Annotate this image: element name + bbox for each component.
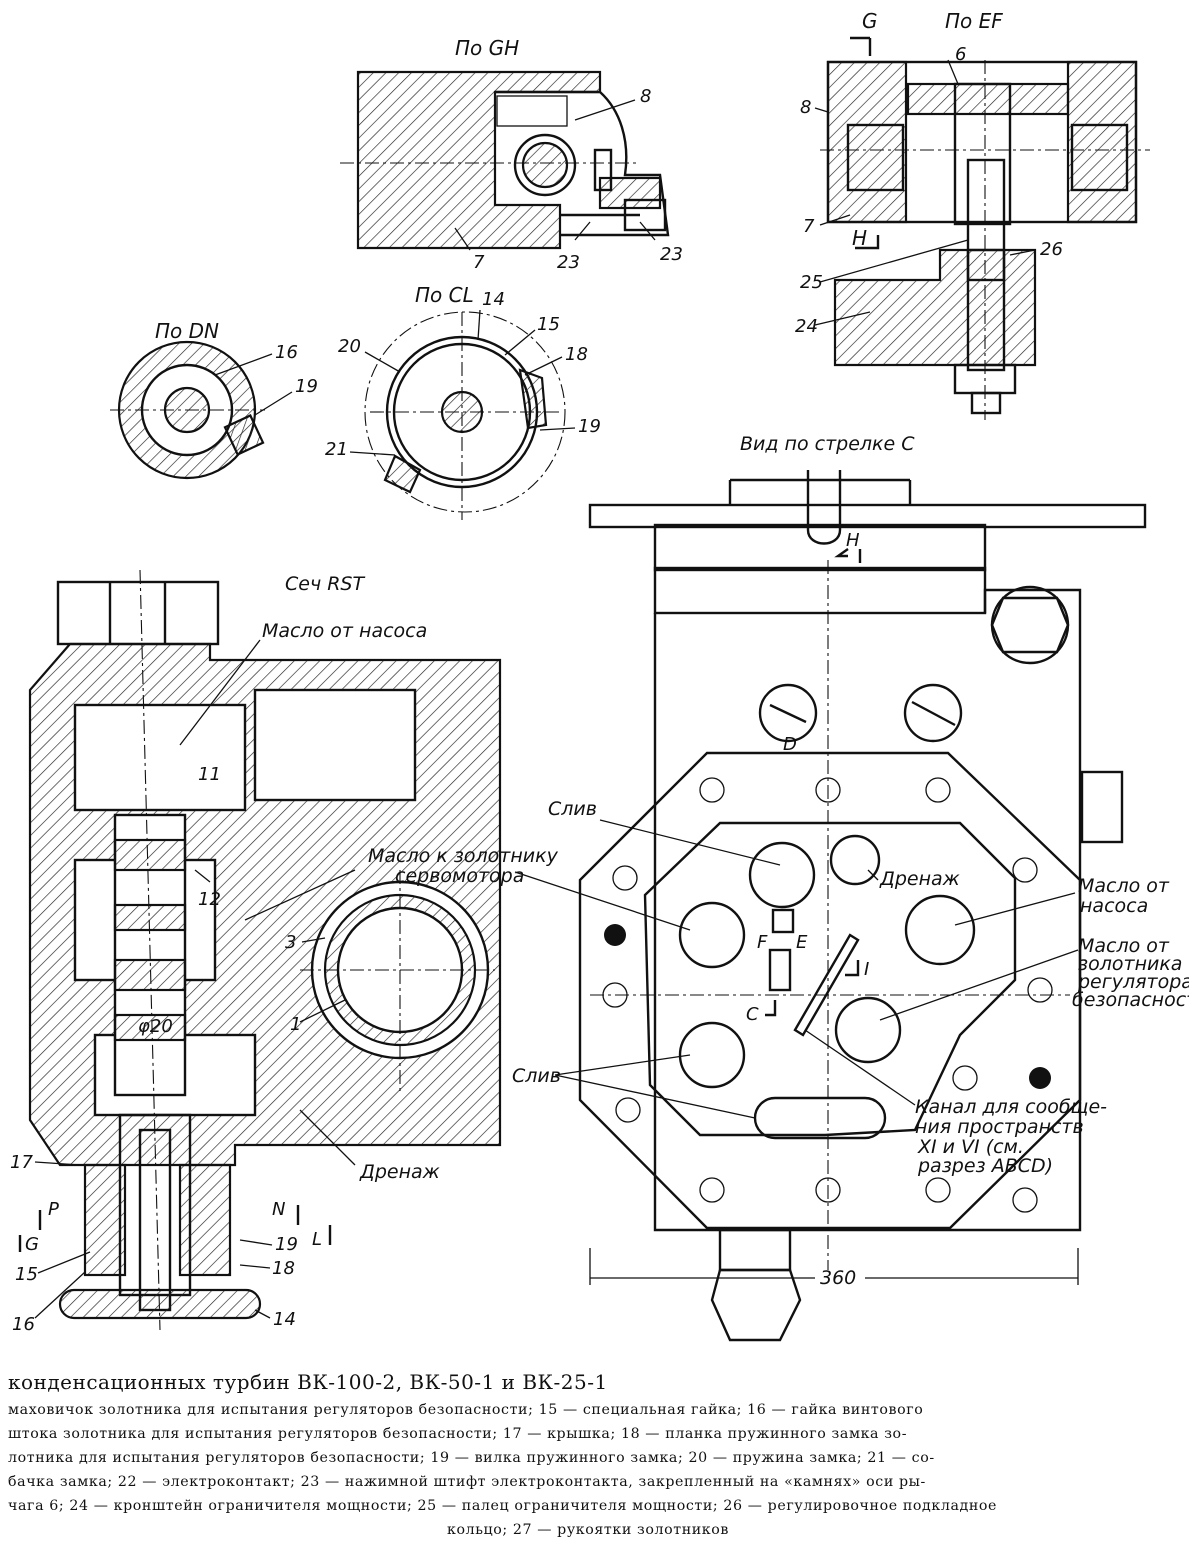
callout-21: 21 (325, 439, 348, 460)
callout-23: 23 (557, 252, 580, 273)
callout-16-section: 16 (12, 1314, 35, 1335)
callout-18-section: 18 (272, 1258, 295, 1279)
view-ef-title: По EF (945, 9, 1003, 33)
view-ef-h-letter: H (852, 226, 867, 250)
channel-label-line4: разрез ABCD) (917, 1155, 1053, 1177)
sliv-label-bottom: Слив (512, 1065, 561, 1087)
callout-23b: 23 (660, 244, 683, 265)
letter-f: F (757, 932, 768, 953)
oil-to-spool-label-line1: Масло к золотнику (368, 845, 559, 867)
figure-caption: конденсационных турбин ВК-100-2, ВК-50-1… (8, 1370, 1168, 1542)
view-arrow-c-title: Вид по стрелке C (740, 433, 915, 455)
letter-c: C (746, 1004, 759, 1025)
technical-drawing: По GH 8 7 23 23 G По EF 6 8 7 H 25 26 (10, 9, 1189, 1342)
bolt-holes (602, 777, 1053, 1213)
view-cl-title: По CL (415, 283, 474, 307)
oil-from-regulator-line4: безопасности (1072, 989, 1189, 1011)
callout-6: 6 (955, 44, 966, 65)
callout-14: 14 (482, 289, 505, 310)
oil-from-pump-label-line2: насоса (1080, 895, 1148, 917)
oil-from-regulator-line3: регулятора (1077, 971, 1189, 993)
callout-19: 19 (295, 376, 318, 397)
callout-16: 16 (275, 342, 298, 363)
arrow-l-letter: L (312, 1229, 322, 1250)
view-dn-title: По DN (155, 319, 219, 343)
callout-8: 8 (640, 86, 651, 107)
letter-h-view: H (846, 530, 860, 551)
callout-17: 17 (10, 1152, 33, 1173)
channel-label-line2: ния пространств (915, 1116, 1084, 1138)
letter-d: D (783, 734, 797, 755)
callout-3: 3 (285, 932, 296, 953)
view-ef: G По EF 6 8 7 H 25 26 24 (795, 9, 1150, 420)
callout-14-section: 14 (273, 1309, 296, 1330)
dim-phi20: φ20 (138, 1016, 173, 1037)
callout-19-cl: 19 (578, 416, 601, 437)
caption-line-6: кольцо; 27 — рукоятки золотников (446, 1522, 730, 1538)
oil-from-pump-section-label: Масло от насоса (262, 620, 427, 642)
oil-from-regulator-line2: золотника (1078, 953, 1182, 975)
drain-section-label: Дренаж (359, 1161, 440, 1183)
view-cl: По CL 14 15 18 19 20 21 (325, 283, 601, 520)
view-gh-title: По GH (455, 36, 519, 60)
callout-26: 26 (1040, 239, 1063, 260)
callout-12: 12 (198, 889, 221, 910)
callout-15: 15 (537, 314, 560, 335)
view-dn: По DN 16 19 (110, 319, 318, 480)
arrow-p-letter: P (48, 1199, 59, 1220)
section-rst-title: Сеч RST (285, 573, 365, 595)
sliv-label-top: Слив (548, 798, 597, 820)
callout-11: 11 (198, 764, 221, 785)
oil-to-spool-label-line2: сервомотора (395, 865, 524, 887)
section-rst: Сеч RST Масло от насоса 11 12 Масло к зо… (10, 569, 559, 1335)
caption-line-2: штока золотника для испытания регуляторо… (8, 1426, 908, 1442)
dimension-360: 360 (820, 1267, 856, 1289)
channel-label-line3: XI и VI (см. (917, 1136, 1024, 1158)
callout-1: 1 (290, 1014, 301, 1035)
caption-line-3: лотника для испытания регуляторов безопа… (8, 1450, 935, 1466)
view-ef-g-letter: G (862, 9, 878, 33)
channel-label-line1: Канал для сообще- (915, 1096, 1107, 1118)
arrow-n-letter: N (272, 1199, 285, 1220)
callout-8-ef: 8 (800, 97, 811, 118)
caption-line-4: бачка замка; 22 — электроконтакт; 23 — н… (8, 1474, 926, 1490)
letter-e: E (796, 932, 808, 953)
drain-view-label: Дренаж (879, 868, 960, 890)
callout-7: 7 (473, 252, 485, 273)
letter-i: I (864, 959, 869, 980)
callout-15-section: 15 (15, 1264, 38, 1285)
oil-from-regulator-line1: Масло от (1078, 935, 1170, 957)
callout-19-section: 19 (275, 1234, 298, 1255)
callout-24: 24 (795, 316, 818, 337)
view-gh: По GH 8 7 23 23 (340, 36, 683, 273)
callout-7-ef: 7 (803, 216, 815, 237)
arrow-g-letter: G (25, 1234, 39, 1255)
caption-line-5: чага 6; 24 — кронштейн ограничителя мощн… (8, 1498, 998, 1514)
caption-title: конденсационных турбин ВК-100-2, ВК-50-1… (8, 1370, 608, 1394)
callout-25: 25 (800, 272, 823, 293)
caption-line-1: маховичок золотника для испытания регуля… (8, 1402, 924, 1418)
view-arrow-c: Вид по стрелке C D H (512, 433, 1189, 1342)
oil-from-pump-label-line1: Масло от (1078, 875, 1170, 897)
callout-20: 20 (338, 336, 361, 357)
callout-18: 18 (565, 344, 588, 365)
